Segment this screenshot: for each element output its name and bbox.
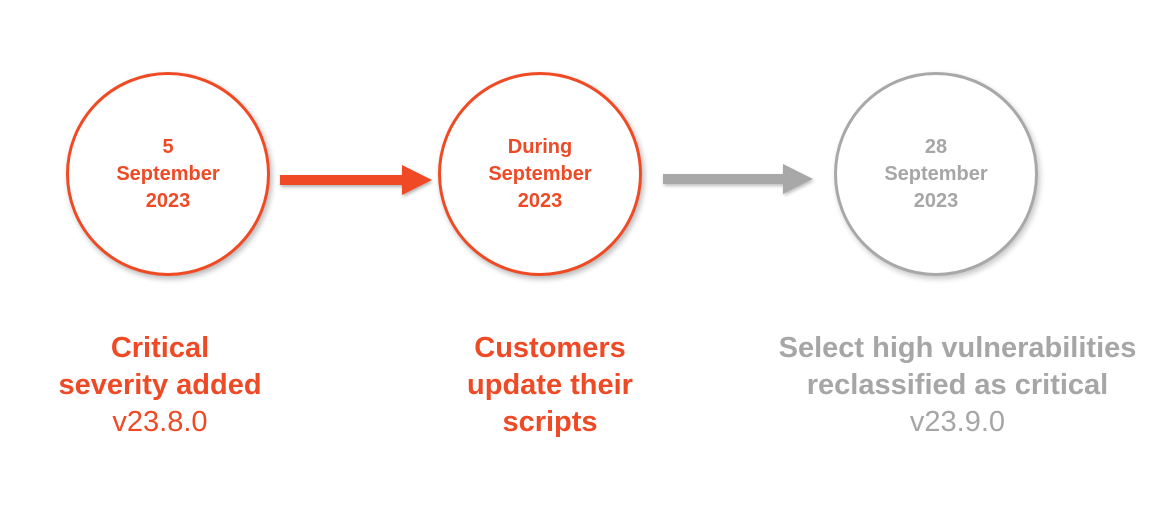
step-1-date-line-1: 5 [162,135,174,158]
step-2-title-line-2: update their [467,369,633,401]
step-3-date-circle: 28 September 2023 [834,72,1038,276]
step-2-title-line-3: scripts [502,406,598,438]
step-2-caption: Customers update their scripts [400,330,700,441]
step-1-title-line-2: severity added [58,369,262,401]
step-1-title-line-1: Critical [110,332,210,364]
step-3-title-line-2: reclassified as critical [806,369,1109,401]
step-3-date-line-2: September [884,162,988,185]
step-1-date-line-3: 2023 [145,189,191,212]
step-3-date-line-3: 2023 [913,189,959,212]
step-3-date-line-1: 28 [924,135,948,158]
step-2-date-line-2: September [488,162,592,185]
step-2-title-line-1: Customers [474,332,626,364]
step-3-version: v23.9.0 [909,406,1006,438]
step-2-date-circle: During September 2023 [438,72,642,276]
step-3-caption: Select high vulnerabilities reclassified… [745,330,1170,441]
step-1-version: v23.8.0 [112,406,208,438]
step-1-date-circle: 5 September 2023 [66,72,270,276]
arrow-right-icon [663,164,813,194]
arrow-right-icon [280,165,432,195]
step-3-title-line-1: Select high vulnerabilities [778,332,1137,364]
step-2-date-line-3: 2023 [517,189,563,212]
step-2-date-line-1: During [507,135,573,158]
step-1-date-line-2: September [116,162,220,185]
step-1-caption: Critical severity added v23.8.0 [20,330,300,441]
